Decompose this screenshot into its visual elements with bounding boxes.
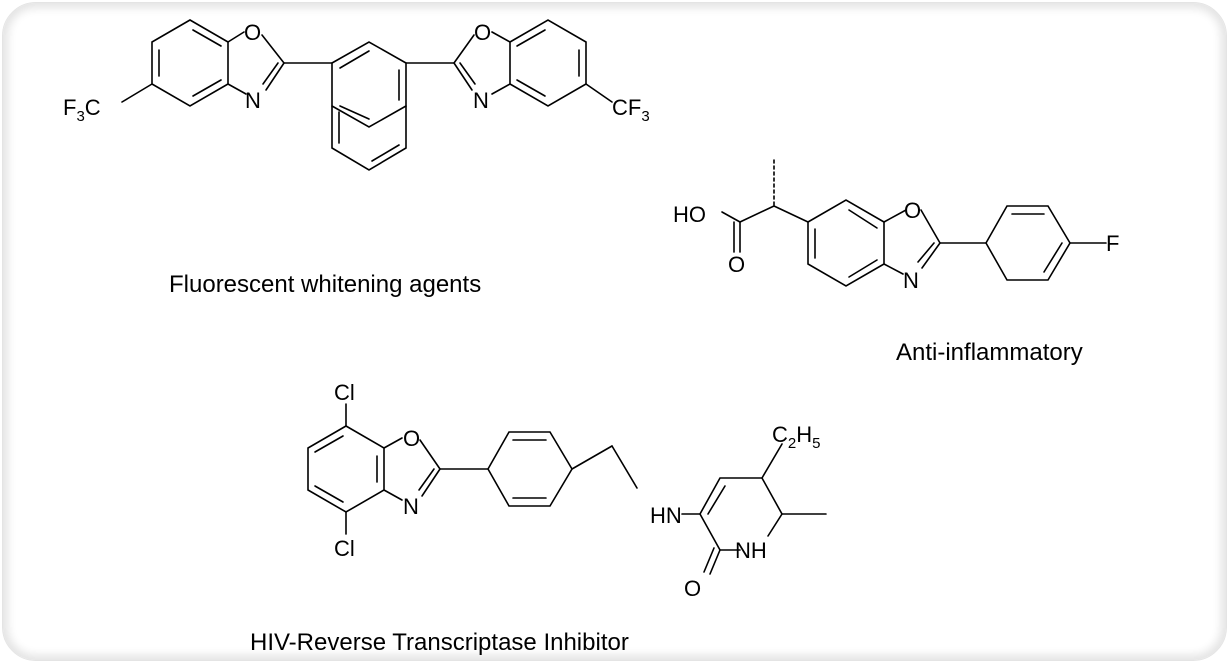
atom-nitrogen: N (403, 494, 419, 519)
caption-hiv-reverse-transcriptase-inhibitor: HIV-Reverse Transcriptase Inhibitor (250, 629, 629, 656)
cf3-left-label: F3C (63, 95, 101, 125)
ethyl-label: C2H5 (772, 422, 820, 452)
caption-anti-inflammatory: Anti-inflammatory (896, 339, 1083, 366)
atom-oxygen: O (403, 426, 420, 451)
molecule-fluorescent-whitening-agent: O N O N F3C CF3 (63, 19, 650, 171)
atom-ho: HO (673, 202, 706, 227)
atom-chlorine: Cl (334, 536, 355, 561)
atom-oxygen: O (728, 252, 745, 277)
atom-hn: HN (650, 503, 682, 528)
molecule-anti-inflammatory: HO O O N F (673, 159, 1119, 293)
caption-fluorescent-whitening-agents: Fluorescent whitening agents (169, 271, 481, 298)
atom-nitrogen: N (903, 268, 919, 293)
atom-oxygen: O (244, 20, 261, 45)
molecule-hiv-reverse-transcriptase-inhibitor: Cl Cl O N HN NH O C2H5 (307, 380, 827, 601)
cf3-right-label: CF3 (612, 95, 650, 125)
atom-oxygen: O (474, 20, 491, 45)
atom-nh: NH (735, 538, 767, 563)
atom-nitrogen: N (245, 88, 261, 113)
atom-oxygen: O (684, 576, 701, 601)
atom-oxygen: O (904, 198, 921, 223)
atom-fluorine: F (1106, 231, 1119, 256)
atom-chlorine: Cl (334, 380, 355, 405)
atom-nitrogen: N (473, 88, 489, 113)
